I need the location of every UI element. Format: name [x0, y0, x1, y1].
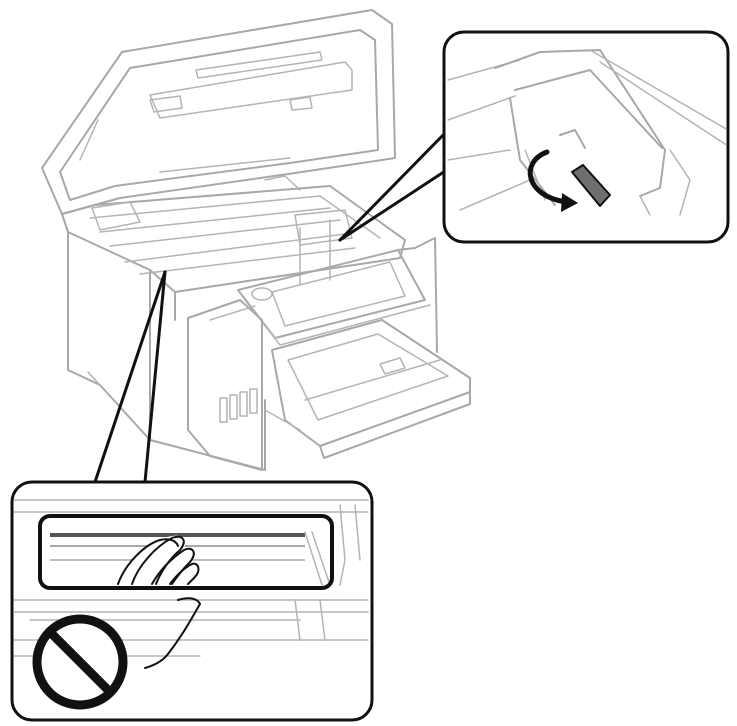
- callout-do-not-touch: [12, 482, 372, 720]
- ink-tank: [188, 300, 262, 470]
- scanner-lid: [42, 10, 395, 214]
- prohibited-icon: [37, 619, 123, 705]
- callout-lever-detail: [444, 32, 728, 242]
- printer-body: [68, 232, 265, 470]
- scanner-bed: [62, 186, 405, 292]
- printer-illustration: [42, 10, 470, 482]
- control-panel: [238, 238, 437, 352]
